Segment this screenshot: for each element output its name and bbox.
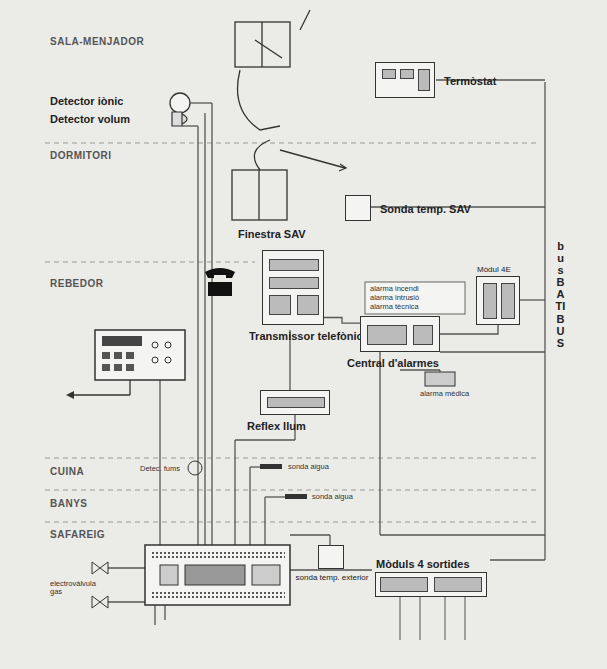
- alarm-panel: [365, 282, 465, 314]
- zone-label: DORMITORI: [50, 150, 112, 161]
- wire-connector: [440, 325, 498, 334]
- output-wires: [400, 597, 465, 640]
- detector-label: Detector volum: [50, 113, 130, 125]
- device-label: sonda temp. exterior: [296, 573, 369, 582]
- device-detail: [297, 295, 319, 315]
- device-detail: [400, 69, 414, 79]
- water-probe: [285, 494, 307, 499]
- wire-connector: [324, 318, 360, 324]
- device-detail: [418, 69, 430, 91]
- device-detail: [269, 277, 319, 289]
- temperature-probe: Sonda temp. SAV: [345, 195, 371, 221]
- device-label: electrovàlvula gas: [50, 580, 90, 597]
- volume-detector-icon: [172, 112, 187, 126]
- device-label: Reflex llum: [247, 420, 306, 432]
- device-detail: [413, 325, 433, 345]
- device-label: Termòstat: [444, 75, 496, 87]
- phone-transmitter: Transmissor telefònic: [262, 250, 324, 325]
- gas-valve-icon: [92, 562, 108, 574]
- zone-label: SALA-MENJADOR: [50, 36, 144, 47]
- device-label: Transmissor telefònic: [249, 330, 363, 342]
- outdoor-temp-probe: sonda temp. exterior: [318, 545, 344, 569]
- medical-alarm-icon: [425, 372, 455, 386]
- signal-label: alarma incendi: [370, 284, 419, 293]
- device-detail: [382, 69, 396, 79]
- device-detail: [267, 397, 325, 408]
- device-label: sonda aigua: [312, 492, 353, 501]
- zone-label: SAFAREIG: [50, 529, 105, 540]
- signal-label: alarma mèdica: [420, 389, 469, 398]
- detector-label: Detector iònic: [50, 95, 123, 107]
- signal-label: alarma tècnica: [370, 302, 419, 311]
- water-probe: [260, 464, 282, 469]
- gas-valve-icon: [92, 596, 108, 608]
- zone-label: REBEDOR: [50, 278, 104, 289]
- input-module: Mòdul 4E: [476, 276, 520, 325]
- device-label: Mòduls 4 sortides: [376, 558, 470, 570]
- telephone-icon: [205, 268, 235, 296]
- device-label: Finestra SAV: [238, 228, 306, 240]
- zone-label: CUINA: [50, 466, 84, 477]
- device-detail: [269, 259, 319, 271]
- bus-label: bus BATIBUS: [555, 240, 566, 349]
- keypad-panel: [66, 330, 185, 399]
- device-label: sonda aigua: [288, 462, 329, 471]
- zone-separator: [45, 143, 540, 522]
- device-detail: [483, 283, 497, 319]
- home-controller: [145, 545, 290, 605]
- device-detail: [501, 283, 515, 319]
- device-detail: [269, 295, 291, 315]
- light-reflex: Reflex llum: [260, 390, 330, 415]
- device-label: Sonda temp. SAV: [380, 203, 471, 215]
- thermostat: Termòstat: [375, 62, 435, 98]
- device-label: Mòdul 4E: [477, 265, 511, 274]
- device-detail: [380, 577, 428, 592]
- alarm-central: Central d'alarmes: [360, 316, 440, 352]
- zone-label: BANYS: [50, 498, 88, 509]
- window-illustration: [232, 10, 346, 220]
- device-detail: [434, 577, 482, 592]
- device-label: Detec. fums: [140, 464, 180, 473]
- device-label: Central d'alarmes: [347, 357, 439, 369]
- output-modules: Mòduls 4 sortides: [375, 572, 487, 597]
- device-detail: [367, 325, 407, 345]
- smoke-detector-icon: [188, 461, 202, 475]
- ionic-detector-icon: [170, 93, 190, 113]
- signal-label: alarma intrusió: [370, 293, 419, 302]
